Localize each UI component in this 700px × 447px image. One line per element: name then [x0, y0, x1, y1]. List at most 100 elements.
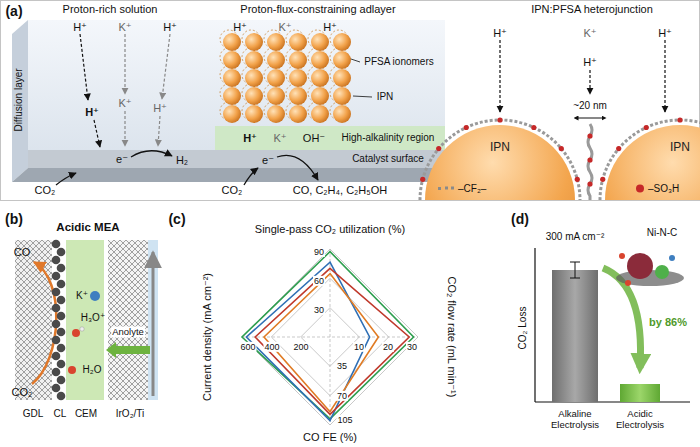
category-label: Acidic Electrolysis: [609, 409, 671, 431]
water-molecule: [68, 366, 76, 374]
ionomer-sphere: [333, 105, 351, 123]
slab-side: [12, 20, 28, 182]
potassium-ion: [90, 291, 100, 301]
ionomer-sphere: [223, 51, 241, 69]
layer-label: CEM: [75, 408, 97, 420]
product-label: CO, C₂H₄, C₂H₅OH: [293, 184, 387, 197]
catalyst-particle: [57, 360, 66, 369]
legend-item: –SO₃H: [636, 183, 679, 194]
panel-letter: (c): [168, 211, 185, 227]
ion-label: K⁺: [273, 132, 286, 145]
sulfonic-group: [616, 146, 621, 151]
catalyst-particle: [57, 392, 66, 401]
ionomer-sphere: [311, 33, 329, 51]
ionomer-sphere: [223, 33, 241, 51]
region-label: High-alkalinity region: [342, 132, 435, 144]
ionomer-sphere: [289, 51, 307, 69]
product-label: H₂: [176, 154, 188, 167]
ion-arrow: [124, 111, 125, 146]
flow-label: Anolyte: [111, 327, 145, 338]
anode-hatch: [108, 240, 148, 400]
proton-arrow: [589, 70, 590, 94]
ionomer-sphere: [333, 87, 351, 105]
axis-title: CO FE (%): [303, 431, 357, 444]
ionomer-sphere: [311, 51, 329, 69]
ionomer-sphere: [223, 105, 241, 123]
ionomer-sphere: [289, 69, 307, 87]
tick-label: 30: [406, 342, 418, 352]
tick-label: 400: [263, 342, 280, 352]
condition-label: 300 mA cm⁻²: [546, 231, 605, 243]
catalyst-particle: [52, 384, 61, 393]
catalyst-particle: [52, 336, 61, 345]
layer-label: Diffusion layer: [13, 68, 25, 131]
ion-label: H⁺: [658, 27, 672, 40]
proton-arrow: [94, 120, 100, 147]
layer-label: IrO₂/Ti: [116, 408, 145, 420]
ionomer-sphere: [267, 105, 285, 123]
catalyst-particle: [52, 240, 61, 249]
metal-site: [655, 265, 669, 279]
ion-label: H₃O⁺: [81, 312, 105, 324]
ionomer-sphere: [311, 105, 329, 123]
proton-arrow: [80, 34, 88, 100]
ion-label: H⁺: [323, 21, 337, 34]
catalyst-particle: [52, 256, 61, 265]
ionomer-sphere: [267, 69, 285, 87]
diffusion-slab: [28, 20, 445, 150]
ionomer-sphere: [289, 33, 307, 51]
ionomer-sphere: [311, 69, 329, 87]
catalyst-particle: [52, 368, 61, 377]
ionomer-sphere: [333, 51, 351, 69]
ion-label: K⁺: [76, 290, 88, 302]
ion-label: K⁺: [278, 21, 291, 34]
hydronium-molecule: [72, 329, 80, 337]
ionomer-sphere: [289, 105, 307, 123]
product-label: CO: [14, 246, 31, 259]
catalyst-particle: [52, 272, 61, 281]
legend-text: –SO₃H: [648, 183, 679, 194]
proton-arrow: [664, 40, 665, 112]
ion-label: H⁺: [73, 21, 87, 34]
ion-arrow: [162, 34, 170, 99]
sulfonic-group: [420, 177, 425, 182]
catalyst-particle: [57, 296, 66, 305]
dimension-line: [576, 118, 604, 119]
ion-dot: [669, 255, 675, 261]
ionomer-sphere: [245, 87, 263, 105]
catalyst-particle: [52, 288, 61, 297]
y-axis: [534, 248, 535, 402]
ionomer-fiber: [588, 124, 592, 200]
category-label: Alkaline Electrolysis: [541, 409, 609, 431]
axis-title: CO₂ Loss: [517, 307, 529, 350]
ionomer-sphere: [223, 87, 241, 105]
ion-label: K⁺: [118, 21, 131, 34]
reaction-arrow: [244, 168, 258, 185]
reaction-arrow: [277, 155, 318, 180]
ion-label: H₂O: [83, 364, 102, 376]
hydronium-molecule: [80, 327, 84, 331]
axis-title: CO₂ flow rate (mL min⁻¹): [446, 277, 459, 398]
sulfonic-group: [497, 117, 502, 122]
catalyst-particle: [57, 328, 66, 337]
water-molecule: [625, 280, 631, 286]
ion-label: H⁺: [233, 21, 247, 34]
catalyst-lip: [12, 168, 445, 182]
tick-label: 20: [382, 342, 394, 352]
panel-letter: (b): [5, 211, 23, 227]
dimension-label: ~20 nm: [573, 100, 607, 112]
ion-label: H⁺: [493, 27, 507, 40]
sulfonic-group: [575, 177, 580, 182]
catalyst-particle: [52, 304, 61, 313]
catalyst-particle: [57, 280, 66, 289]
tick-label: 200: [292, 342, 309, 352]
catalyst-particle: [52, 320, 61, 329]
ionomer-sphere: [267, 33, 285, 51]
radar-series: [264, 274, 378, 412]
ionomer-sphere: [245, 51, 263, 69]
catalyst-particle: [57, 344, 66, 353]
tick-label: 70: [336, 391, 348, 401]
sulfonic-group: [644, 125, 649, 130]
ion-arrow: [124, 34, 125, 94]
layer-label: GDL: [23, 408, 44, 420]
